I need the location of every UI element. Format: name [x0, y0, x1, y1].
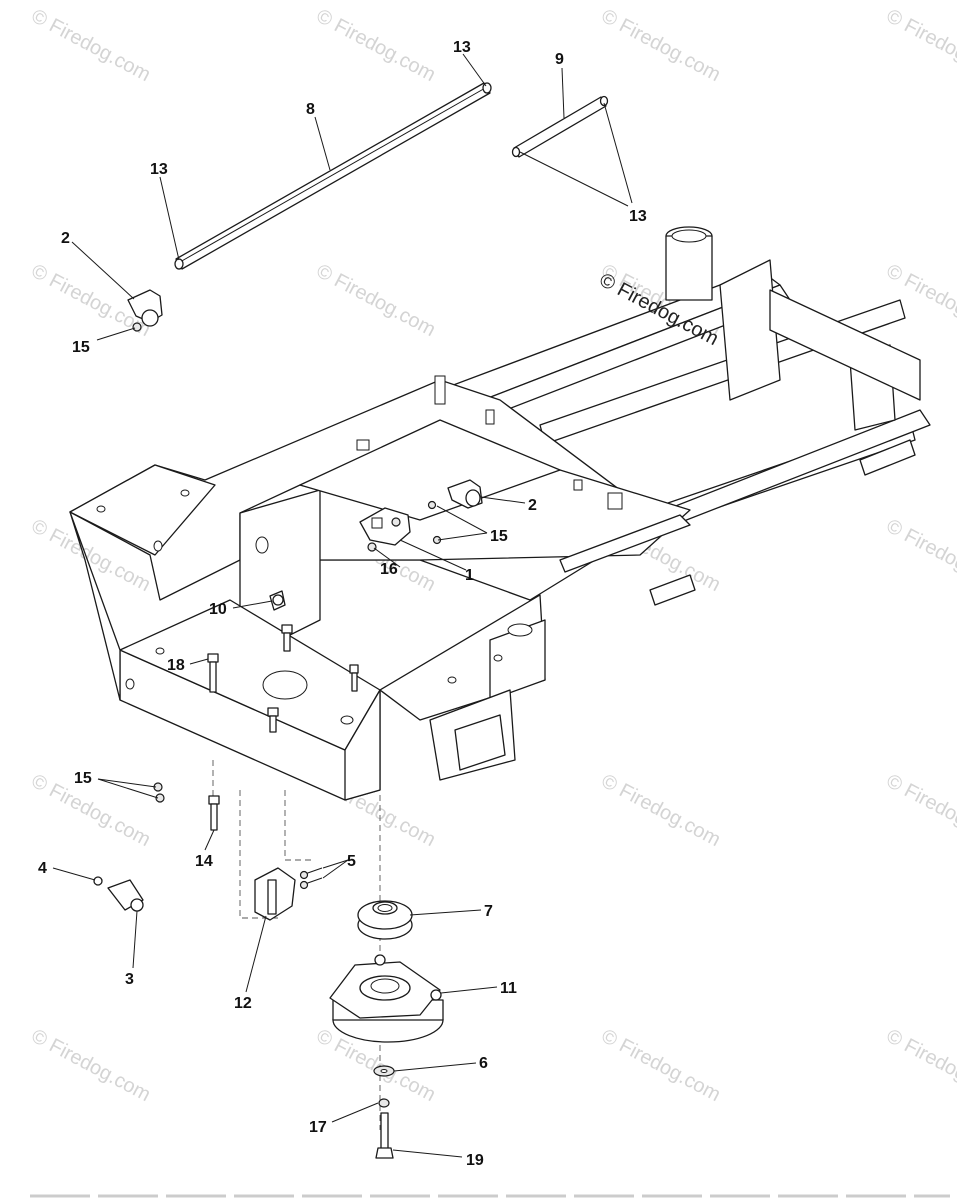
- callout-15: 15: [72, 339, 90, 356]
- bracket-12: [254, 867, 323, 921]
- callout-7: 7: [484, 903, 493, 920]
- nuts-15: [153, 782, 165, 803]
- callout-6: 6: [479, 1055, 488, 1072]
- watermark-text: © Firedog.com: [313, 5, 439, 86]
- watermark-text: © Firedog.com: [28, 1025, 154, 1106]
- bolt-18: [207, 653, 219, 693]
- callout-labels: 13 8 13 9 13 2 15 2 15 16 1 10 18 15 14 …: [38, 39, 647, 1169]
- callout-4: 4: [38, 860, 47, 877]
- callout-9: 9: [555, 51, 564, 68]
- callout-13: 13: [453, 39, 471, 56]
- watermark-text: © Firedog.com: [598, 5, 724, 86]
- callout-5: 5: [347, 853, 356, 870]
- rod-9: [511, 95, 609, 158]
- bolt-14: [208, 795, 220, 831]
- watermark-text: © Firedog.com: [598, 770, 724, 851]
- callout-11: 11: [500, 980, 517, 997]
- callout-3: 3: [125, 971, 134, 988]
- callout-19: 19: [466, 1152, 484, 1169]
- switch-assembly-1: [359, 507, 411, 552]
- callout-8: 8: [306, 101, 315, 118]
- bolt-10: [269, 590, 286, 611]
- fitting-2-lower: [427, 479, 483, 545]
- callout-1: 1: [465, 567, 474, 584]
- callout-13: 13: [629, 208, 647, 225]
- callout-14: 14: [195, 853, 213, 870]
- callout-12: 12: [234, 995, 252, 1012]
- callout-15: 15: [490, 528, 508, 545]
- callout-16: 16: [380, 561, 398, 578]
- callout-18: 18: [167, 657, 185, 674]
- callout-17: 17: [309, 1119, 327, 1136]
- pulley-7: [357, 900, 413, 940]
- clutch-11: [329, 954, 444, 1043]
- fitting-2-upper: [127, 289, 163, 332]
- watermark-text: © Firedog.com: [598, 1025, 724, 1106]
- watermark-text: © Firedog.com: [883, 1025, 957, 1106]
- rod-8: [174, 82, 492, 270]
- leader-lines: [52, 53, 633, 1158]
- switch-3: [93, 876, 144, 912]
- watermark-text: © Firedog.com: [313, 260, 439, 341]
- washer-6: [373, 1065, 395, 1077]
- watermark-text: © Firedog.com: [883, 770, 957, 851]
- bolt-19: [375, 1112, 394, 1159]
- watermark-text: © Firedog.com: [28, 5, 154, 86]
- callout-15: 15: [74, 770, 92, 787]
- washer-17: [378, 1098, 390, 1108]
- frame: [69, 226, 931, 801]
- callout-2: 2: [528, 497, 537, 514]
- guide-line-bracket-b: [284, 790, 315, 861]
- callout-2: 2: [61, 230, 70, 247]
- watermark-text: © Firedog.com: [883, 5, 957, 86]
- callout-10: 10: [209, 601, 227, 618]
- callout-13: 13: [150, 161, 168, 178]
- bolts-frame: [267, 624, 359, 733]
- watermark-text: © Firedog.com: [883, 515, 957, 596]
- watermark-text: © Firedog.com: [883, 260, 957, 341]
